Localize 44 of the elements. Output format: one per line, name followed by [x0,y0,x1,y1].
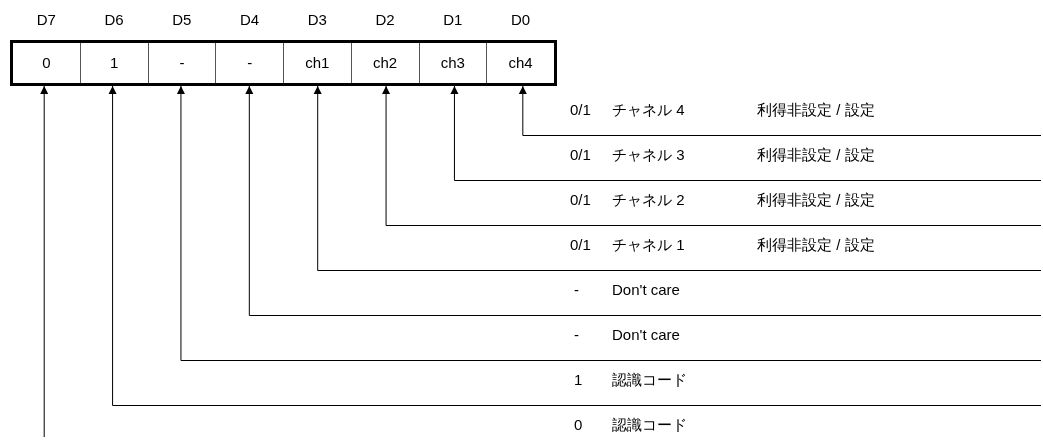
bit-setting: - [574,280,579,300]
bit-setting: 0 [574,415,583,435]
bit-label: D6 [104,10,124,30]
bit-setting: 0/1 [570,190,591,210]
bit-label: D1 [443,10,463,30]
description-text: 利得非設定 / 設定 [757,235,875,255]
bit-setting: 0/1 [570,100,591,120]
connector-arrow [382,85,561,226]
description-text: チャネル 2 [612,190,685,210]
bit-setting: 0/1 [570,235,591,255]
bit-value: ch1 [305,52,330,73]
connector-arrow [313,85,561,271]
bit-value: 0 [42,52,51,73]
bit-value: ch4 [508,52,533,73]
description-text: 利得非設定 / 設定 [757,145,875,165]
description-text: 認識コード [612,370,687,390]
bit-value: ch3 [440,52,465,73]
bit-label: D5 [172,10,192,30]
bit-label: D2 [375,10,395,30]
bit-label: D4 [240,10,260,30]
description-text: 利得非設定 / 設定 [757,190,875,210]
description-text: Don't care [612,325,680,345]
connector-arrow [450,85,561,181]
description-text: 利得非設定 / 設定 [757,100,875,120]
bit-setting: - [574,325,579,345]
bit-label: D0 [511,10,531,30]
bit-value: 1 [109,52,119,73]
connector-arrow [108,85,561,406]
description-text: Don't care [612,280,680,300]
bit-setting: 1 [574,370,583,390]
bit-setting: 0/1 [570,145,591,165]
connector-arrow [40,85,49,438]
bit-value: ch2 [373,52,398,73]
bit-label: D7 [36,10,56,30]
bit-value: - [179,52,185,73]
connector-arrow [176,85,561,361]
bit-value: - [247,52,253,73]
description-text: チャネル 3 [612,145,685,165]
description-text: チャネル 1 [612,235,685,255]
bit-label: D3 [307,10,327,30]
connector-arrow [245,85,561,316]
description-text: チャネル 4 [612,100,685,120]
description-text: 認識コード [612,415,687,435]
connector-arrow [518,85,561,136]
